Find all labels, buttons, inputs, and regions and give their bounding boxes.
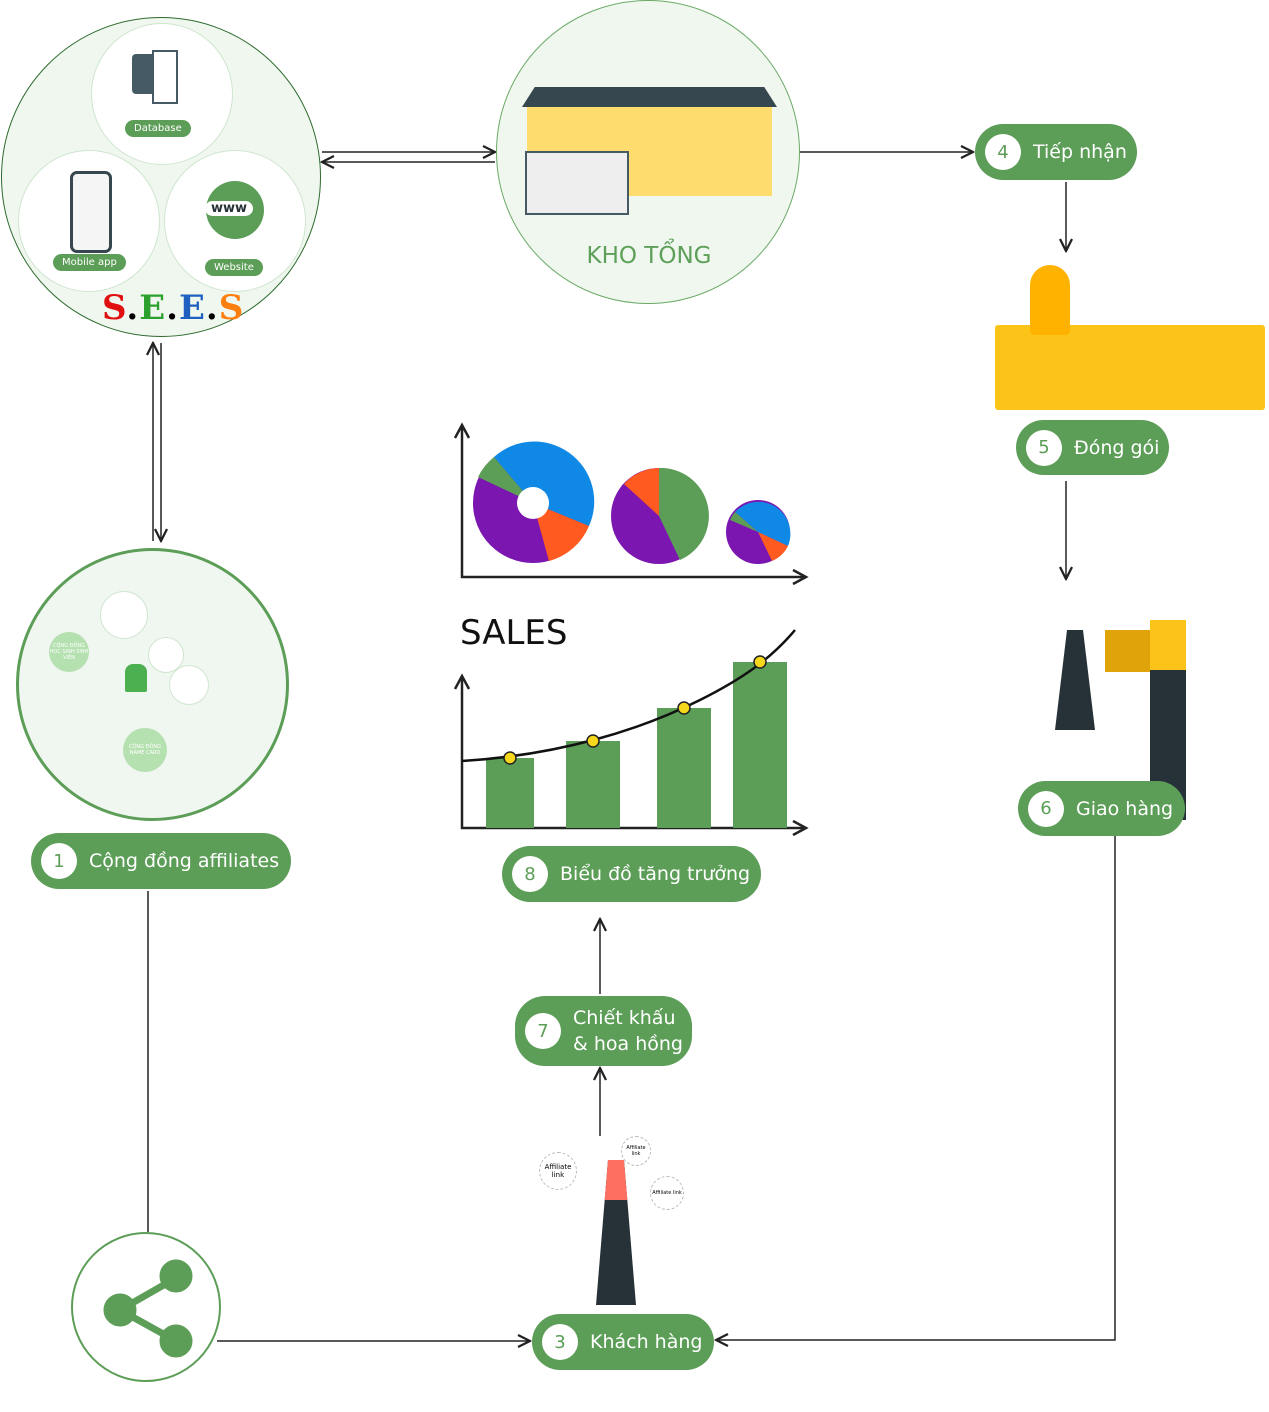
step-number: 6: [1028, 790, 1064, 827]
sees-platform-circle: Database Mobile app www Website S.E.E.S: [1, 17, 321, 337]
step-number: 8: [512, 856, 548, 892]
bar-2: [566, 741, 620, 828]
trend-point-3: [677, 701, 691, 715]
student-community-badge: CỘNG ĐỒNG HỌC SINH SINH VIÊN: [49, 632, 89, 672]
mobile-circle: Mobile app: [18, 150, 160, 292]
step-number: 1: [41, 843, 77, 879]
bar-1: [486, 758, 534, 828]
warehouse-roof: [522, 87, 777, 107]
share-icon: [103, 1259, 193, 1358]
warehouse-label: KHO TỔNG: [586, 243, 712, 269]
step-number: 4: [985, 134, 1021, 170]
server-icon: [152, 50, 178, 104]
step-label: Cộng đồng affiliates: [89, 850, 280, 872]
affiliate-link-bubble: Affiliate link: [650, 1176, 684, 1210]
step-label: Khách hàng: [590, 1331, 703, 1353]
affiliates-community-circle: CỘNG ĐỒNG HỌC SINH SINH VIÊN CỘNG ĐỒNG N…: [16, 548, 289, 821]
website-circle: www Website: [164, 150, 306, 292]
mobile-phone-icon: [70, 171, 112, 253]
step-7-commission: 7 Chiết khấu & hoa hồng: [515, 996, 692, 1066]
database-circle: Database: [91, 23, 233, 165]
laptop-user-illustration: [125, 664, 147, 692]
step-3-customer: 3 Khách hàng: [532, 1314, 714, 1370]
affiliate-link-bubble: Affiliate link: [621, 1136, 651, 1166]
database-label: Database: [125, 120, 191, 137]
person-avatar: [100, 591, 148, 639]
step-label: Biểu đồ tăng trưởng: [560, 863, 751, 885]
step-label: Chiết khấu: [573, 1007, 676, 1029]
step-label-line2: & hoa hồng: [573, 1033, 683, 1055]
mobile-app-label: Mobile app: [53, 254, 126, 271]
step-1-affiliates: 1 Cộng đồng affiliates: [31, 833, 291, 889]
step-number: 7: [525, 1013, 561, 1049]
bar-chart: [486, 662, 787, 828]
step-number: 5: [1026, 429, 1062, 466]
pie-charts: [473, 441, 791, 564]
share-circle: [71, 1232, 221, 1382]
www-badge: www: [205, 201, 254, 216]
trend-point-2: [586, 734, 600, 748]
step-4-receive: 4 Tiếp nhận: [975, 124, 1137, 180]
packing-illustration: [995, 325, 1265, 410]
website-label: Website: [205, 259, 263, 276]
step-number: 3: [542, 1324, 578, 1360]
warehouse-circle: KHO TỔNG: [496, 0, 800, 304]
bar-4: [733, 662, 787, 828]
trend-point-1: [503, 751, 517, 765]
step-label: Đóng gói: [1074, 436, 1160, 459]
sales-title: SALES: [460, 613, 567, 653]
truck-illustration: [525, 151, 629, 215]
bar-3: [657, 708, 711, 828]
step-5-packing: 5 Đóng gói: [1016, 420, 1169, 475]
trend-point-4: [753, 655, 767, 669]
worker-figure: [1030, 265, 1070, 335]
affiliate-link-bubble: Affiliate link: [539, 1152, 577, 1190]
sees-logo: S.E.E.S: [102, 288, 245, 328]
step-label: Tiếp nhận: [1033, 141, 1127, 163]
person-avatar: [169, 665, 209, 705]
name-card-community-badge: CỘNG ĐỒNG NAME CARD: [123, 728, 167, 772]
step-8-growth-chart: 8 Biểu đồ tăng trưởng: [502, 846, 761, 902]
step-6-delivery: 6 Giao hàng: [1018, 781, 1185, 836]
step-label: Giao hàng: [1076, 797, 1174, 820]
